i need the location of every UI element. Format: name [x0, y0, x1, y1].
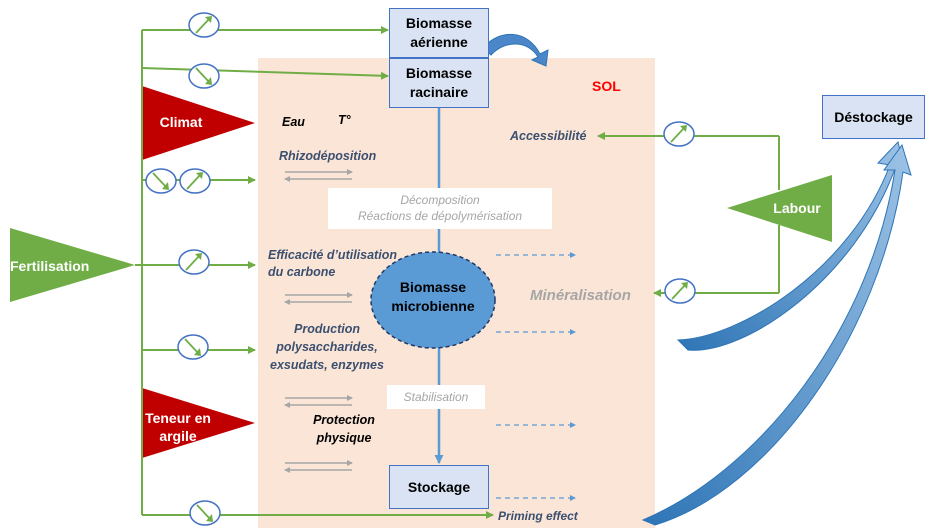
arrow-up-right-circle-icon [178, 249, 210, 275]
protection-label: Protection physique [305, 412, 383, 447]
efficacite-line2: du carbone [268, 264, 336, 279]
arrow-down-right-circle-icon [145, 168, 177, 194]
destockage-box: Déstockage [822, 95, 925, 139]
arrow-down-right-circle-icon [177, 334, 209, 360]
exchange-arrows [284, 169, 353, 473]
stockage-box: Stockage [389, 465, 489, 509]
arrow-up-right-circle-icon [179, 168, 211, 194]
sweep-arrow-lower [641, 143, 912, 526]
temperature-label: T° [338, 113, 351, 127]
stabilisation-label: Stabilisation [403, 390, 469, 404]
protection-line1: Protection [313, 413, 375, 427]
eau-label: Eau [282, 115, 305, 129]
biomasse-racinaire-label: Biomasse racinaire [405, 65, 473, 100]
fertilisation-triangle [10, 228, 135, 302]
curved-arrow-top [482, 34, 549, 67]
mineralisation-label: Minéralisation [530, 287, 631, 304]
rhizodeposition-label: Rhizodéposition [279, 149, 377, 163]
biomasse-aerienne-box: Biomasse aérienne [389, 8, 489, 58]
decomposition-line1: Décomposition [400, 193, 480, 207]
efficacite-line1: Efficacité d’utilisation [268, 248, 397, 262]
climat-triangle [142, 86, 255, 160]
fertilisation-label: Fertilisation [10, 258, 90, 274]
sol-label: SOL [592, 78, 621, 94]
biomasse-aerienne-label: Biomasse aérienne [405, 15, 473, 50]
production-line1: Production [294, 322, 360, 336]
efficacite-label: Efficacité d’utilisation du carbone [268, 247, 397, 281]
protection-line2: physique [316, 430, 372, 445]
labour-label: Labour [773, 200, 821, 216]
biomasse-microbienne-text: Biomasse microbienne [373, 278, 493, 316]
arrow-down-right-circle-icon [189, 500, 221, 526]
arrow-up-right-circle-icon [188, 12, 220, 38]
climat-label: Climat [159, 114, 203, 130]
stockage-label: Stockage [407, 478, 471, 495]
arrow-up-right-circle-icon [664, 278, 696, 304]
stabilisation-box: Stabilisation [387, 385, 485, 409]
dashed-flow-arrows [496, 252, 576, 501]
biomasse-racinaire-box: Biomasse racinaire [389, 58, 489, 108]
biomasse-microbienne-label: Biomasse microbienne [391, 279, 475, 314]
accessibilite-label: Accessibilité [510, 129, 587, 143]
production-label: Production polysaccharides, exsudats, en… [262, 320, 392, 374]
production-line2: polysaccharides, [276, 340, 378, 355]
teneur-argile-label: Teneur en argile [145, 410, 211, 445]
arrow-down-right-circle-icon [188, 63, 220, 89]
destockage-label: Déstockage [834, 108, 913, 125]
decomposition-box: Décomposition Réactions de dépolymérisat… [328, 188, 552, 229]
decomposition-line2: Réactions de dépolymérisation [357, 209, 523, 224]
priming-effect-label: Priming effect [498, 509, 578, 523]
arrow-up-right-circle-icon [663, 121, 695, 147]
sweep-arrow-upper [676, 140, 906, 351]
biomasse-microbienne-node [370, 251, 496, 349]
production-line3: exsudats, enzymes [270, 358, 384, 373]
labour-triangle [727, 175, 832, 242]
teneur-argile-triangle [142, 388, 255, 458]
